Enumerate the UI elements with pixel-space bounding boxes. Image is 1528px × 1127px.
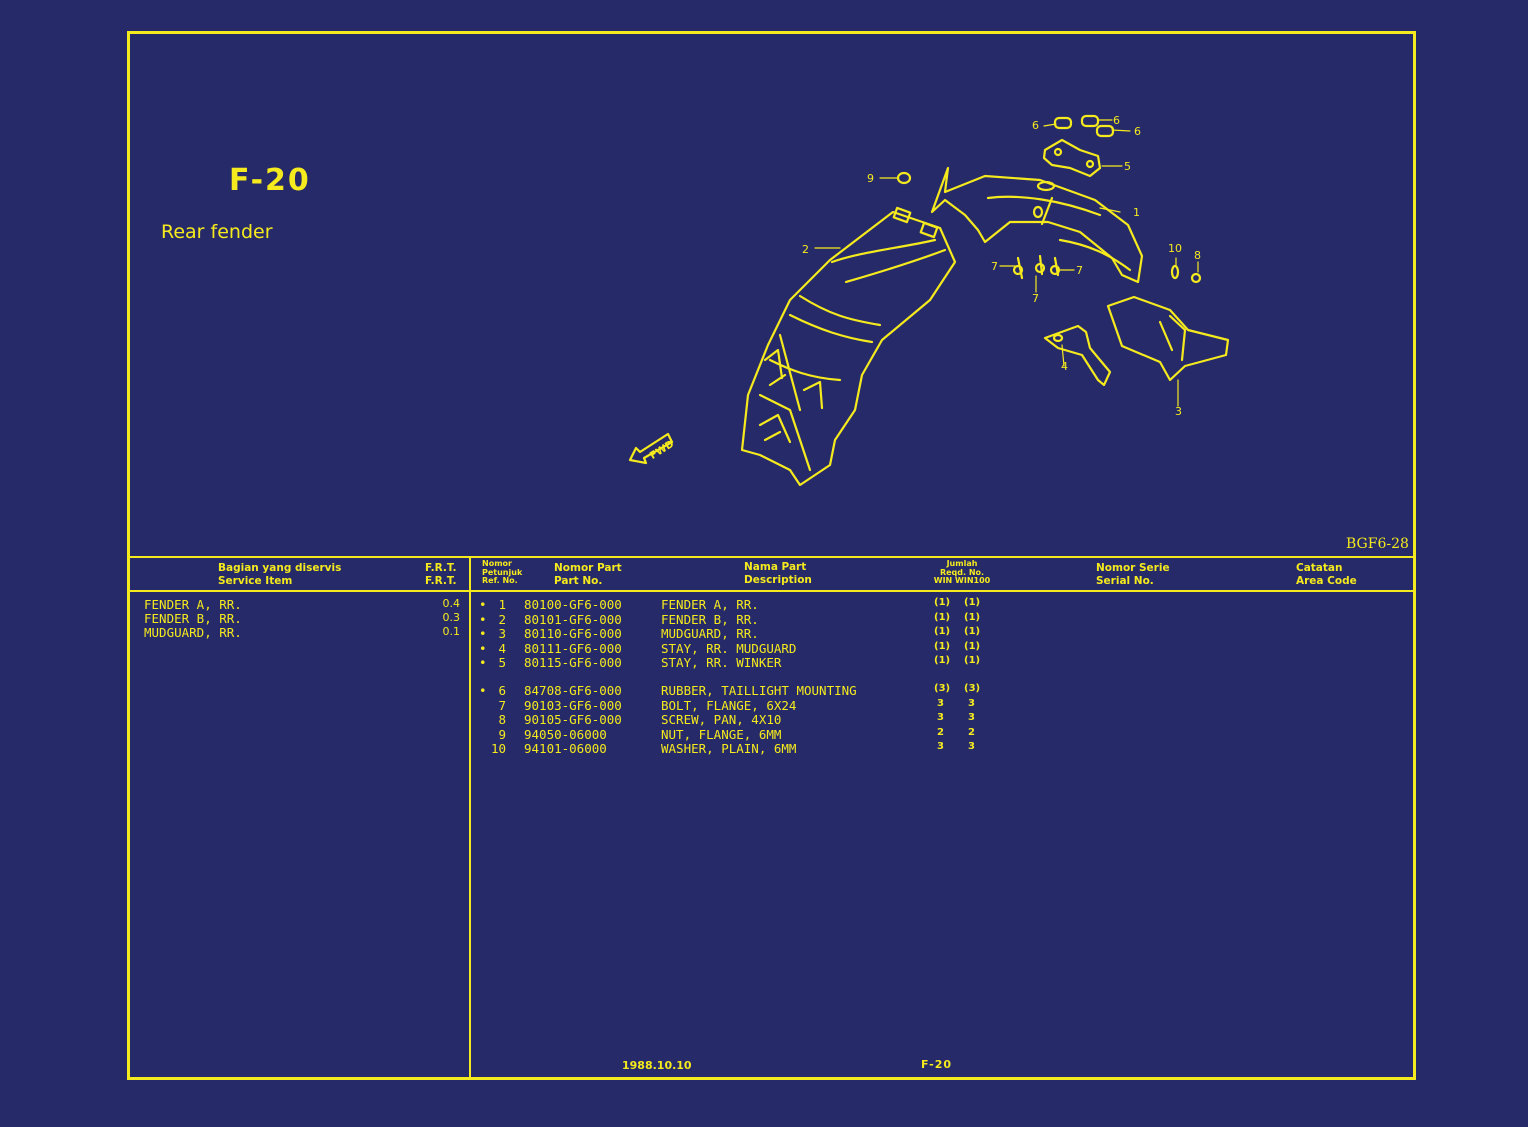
winker-stay <box>1042 138 1102 178</box>
table-header-rule <box>128 590 1416 592</box>
description-header: Nama Part Description <box>744 561 812 586</box>
fender-b-outline <box>740 210 957 487</box>
mudguard-stay <box>1043 324 1112 387</box>
drawing-id: BGF6-28 <box>1346 536 1409 552</box>
fender-a-outline <box>930 166 1144 284</box>
page-code: F-20 <box>229 163 311 198</box>
footer-date: 1988.10.10 <box>622 1059 692 1072</box>
svg-text:5: 5 <box>1124 160 1131 173</box>
frt-header: F.R.T. F.R.T. <box>425 562 457 587</box>
svg-text:7: 7 <box>1032 292 1039 305</box>
svg-text:9: 9 <box>867 172 874 185</box>
svg-text:3: 3 <box>1175 405 1182 418</box>
svg-text:1: 1 <box>1133 206 1140 219</box>
qty-header: Jumlah Reqd. No. WIN WIN100 <box>933 559 991 585</box>
svg-text:6: 6 <box>1032 119 1039 132</box>
svg-text:8: 8 <box>1194 249 1201 262</box>
svg-text:2: 2 <box>802 243 809 256</box>
svg-text:7: 7 <box>1076 264 1083 277</box>
serial-no-header: Nomor Serie Serial No. <box>1096 562 1170 587</box>
svg-text:10: 10 <box>1168 242 1182 255</box>
svg-text:6: 6 <box>1113 114 1120 127</box>
page-title: Rear fender <box>161 221 273 243</box>
fwd-arrow-icon <box>628 432 674 465</box>
svg-text:6: 6 <box>1134 125 1141 138</box>
fwd-label: FWD <box>648 439 676 462</box>
table-top-rule <box>128 556 1416 558</box>
mudguard <box>1106 295 1230 382</box>
fender-b-inner <box>758 294 882 472</box>
page-frame <box>127 31 1416 1080</box>
svg-text:7: 7 <box>991 260 998 273</box>
service-item-header: Bagian yang diservis Service Item <box>218 562 342 587</box>
area-code-header: Catatan Area Code <box>1296 562 1357 587</box>
exploded-parts-diagram: 1 2 3 4 5 6 6 6 7 7 7 8 9 10 FWD <box>628 114 1230 487</box>
part-no-header: Nomor Part Part No. <box>554 562 622 587</box>
footer-page: F-20 <box>921 1058 953 1071</box>
table-divider <box>469 556 471 1080</box>
svg-text:4: 4 <box>1061 360 1068 373</box>
ref-no-header: Nomor Petunjuk Ref. No. <box>482 559 523 585</box>
